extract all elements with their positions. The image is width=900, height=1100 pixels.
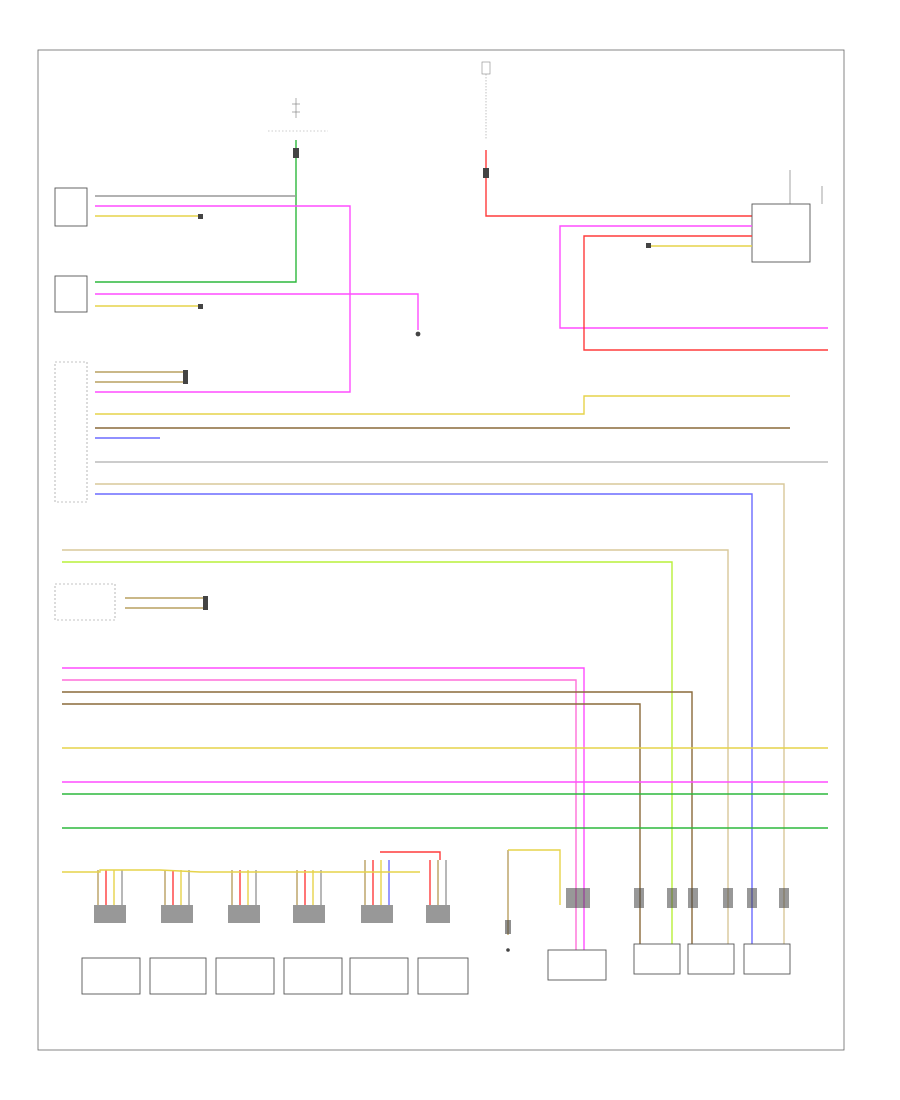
bottom-wire-drops (62, 849, 561, 935)
wire-bus-purple (62, 667, 585, 950)
bottom-connectors (94, 888, 789, 923)
bottom-component-1 (81, 957, 141, 995)
bottom-sensor-symbol (505, 920, 511, 934)
wire-pink-s2 (95, 293, 419, 330)
wire-bus-pink (62, 679, 577, 950)
wire-green-top (95, 140, 297, 283)
wire-lm-tan-long (95, 483, 785, 950)
diagram-frame (37, 49, 845, 1051)
wire-bus-olive-1 (62, 691, 693, 950)
wire-bus-olive-2 (62, 703, 641, 950)
bottom-component-10 (743, 943, 791, 975)
splice-s2 (415, 331, 421, 337)
connector-lm (183, 370, 188, 384)
wire-lm-blue-long (95, 493, 753, 950)
connector-s1 (198, 214, 203, 219)
bottom-component-3 (215, 957, 275, 995)
bottom-component-7 (547, 949, 607, 981)
top-power-source (268, 61, 491, 140)
bottom-component-9 (687, 943, 735, 975)
connector-rm (646, 243, 651, 248)
connector-ic (203, 596, 208, 610)
left-sensor-2 (54, 275, 88, 313)
bottom-component-4 (283, 957, 343, 995)
connector-top (293, 148, 299, 158)
wire-pink-s1 (95, 205, 351, 393)
wire-rm-red (583, 235, 828, 351)
bottom-component-2 (149, 957, 207, 995)
bottom-component-8 (633, 943, 681, 975)
right-module (751, 170, 823, 263)
bottom-component-6 (417, 957, 469, 995)
wire-ign-tan (62, 549, 729, 950)
wire-ign-lime (62, 561, 673, 950)
instrument-cluster (54, 583, 116, 621)
wire-rm-pink (559, 225, 828, 329)
left-sensor-1 (54, 187, 88, 227)
left-module (54, 361, 88, 503)
wire-red-top (485, 150, 752, 217)
connector-s2 (198, 304, 203, 309)
wire-lm-yellow-to-right (95, 395, 790, 415)
bottom-component-5 (349, 957, 409, 995)
connector-relay (483, 168, 489, 178)
bottom-components (81, 920, 791, 995)
